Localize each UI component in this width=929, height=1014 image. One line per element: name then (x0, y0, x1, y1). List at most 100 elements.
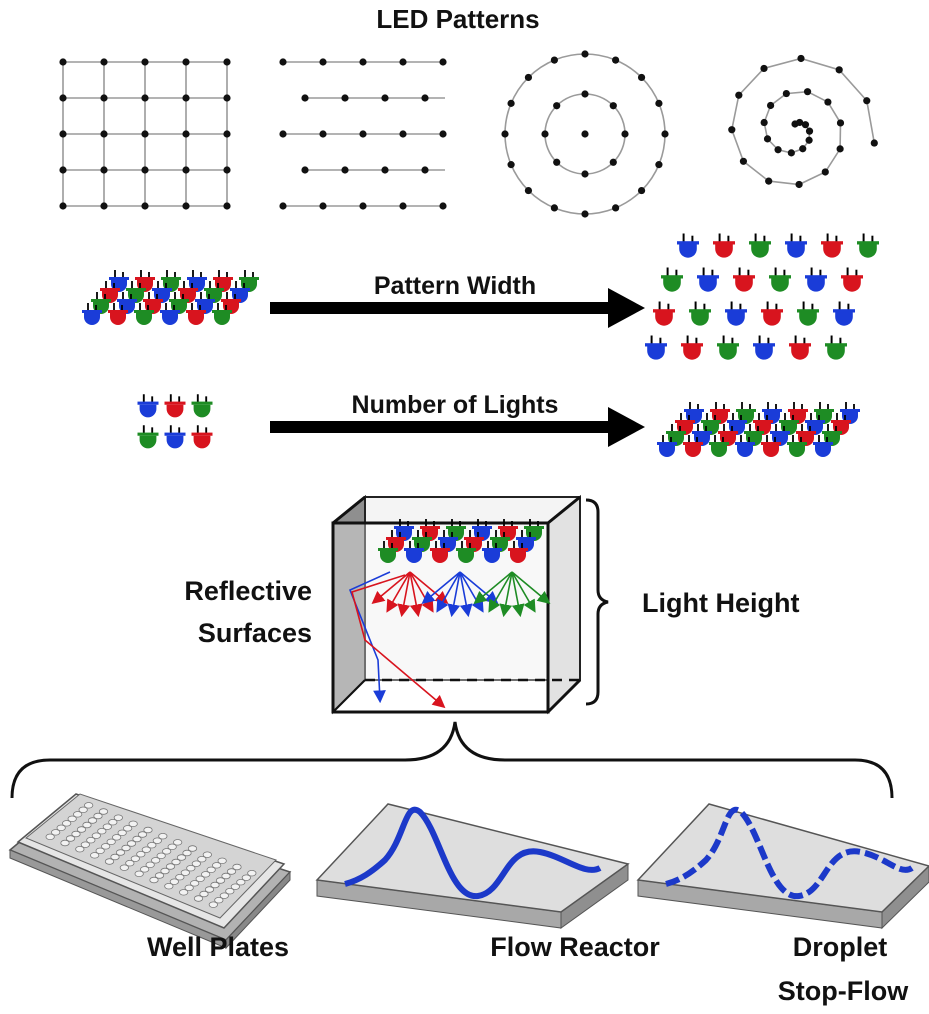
well (128, 820, 138, 828)
well (171, 858, 181, 866)
led-body (679, 244, 697, 258)
led-body (787, 244, 805, 258)
led-icon (761, 435, 781, 457)
led-dot (581, 130, 589, 138)
well (67, 815, 77, 823)
well (215, 877, 226, 884)
well (73, 811, 83, 818)
led-icon (164, 394, 186, 418)
led-icon (697, 267, 719, 292)
led-body (737, 445, 753, 457)
well (151, 857, 161, 864)
led-dot (581, 90, 589, 98)
led-dot (59, 130, 67, 138)
led-body (751, 244, 769, 258)
well (132, 835, 142, 843)
led-dot (182, 130, 190, 138)
led-dot (381, 166, 389, 174)
led-dot (141, 130, 149, 138)
led-body (763, 312, 781, 326)
led-rim (438, 537, 458, 540)
well (201, 871, 211, 878)
led-body (110, 313, 126, 325)
led-dot (661, 130, 669, 138)
led-body (815, 445, 831, 457)
light-ray (488, 571, 513, 613)
led-icon (713, 233, 735, 258)
number-of-lights-arrow (270, 407, 645, 447)
well (125, 859, 135, 867)
well (119, 864, 129, 871)
led-rim (394, 526, 414, 529)
well (226, 868, 237, 875)
well (87, 817, 98, 824)
light-ray (459, 571, 473, 618)
led-rim (135, 277, 155, 280)
light-ray (459, 571, 499, 605)
led-rim (822, 431, 842, 434)
led-rim (108, 310, 128, 313)
light-ray (409, 571, 449, 605)
led-dot (141, 166, 149, 174)
led-rim (825, 343, 847, 347)
well (104, 858, 115, 865)
well (195, 875, 205, 883)
well (190, 880, 200, 887)
led-dot (735, 91, 743, 99)
applications-brace (10, 721, 894, 799)
well (91, 832, 101, 839)
well (97, 827, 107, 835)
led-rim (718, 431, 738, 434)
led-body (835, 312, 853, 326)
well (60, 839, 70, 847)
well (179, 889, 189, 896)
led-rim (191, 432, 213, 436)
led-rim (446, 526, 466, 529)
dense-led-cluster (82, 270, 259, 325)
led-dot (774, 146, 782, 154)
led-dot (319, 202, 327, 210)
led-rim (404, 548, 424, 551)
led-dot (182, 58, 190, 66)
led-dot (609, 102, 617, 110)
led-dot (550, 56, 558, 64)
led-rim (420, 526, 440, 529)
led-rim (430, 548, 450, 551)
well (117, 829, 127, 837)
led-rim (769, 275, 791, 279)
well (65, 835, 76, 842)
well (193, 895, 204, 902)
well (93, 812, 103, 820)
number-of-lights-label: Number of Lights (352, 391, 559, 419)
box-led-array (378, 519, 544, 563)
light-ray (447, 571, 461, 618)
led-icon (689, 301, 711, 326)
led-rim (821, 241, 843, 245)
led-dot (341, 94, 349, 102)
led-dot (319, 58, 327, 66)
led-body (406, 551, 422, 563)
well (90, 852, 100, 859)
well (102, 823, 112, 830)
well (160, 867, 170, 875)
led-dot (182, 94, 190, 102)
light-ray (436, 571, 461, 613)
led-icon (735, 435, 755, 457)
light-ray (511, 571, 536, 613)
well (180, 869, 190, 876)
led-dot (359, 58, 367, 66)
led-body (510, 551, 526, 563)
well (45, 833, 55, 841)
led-icon (785, 233, 807, 258)
well (208, 901, 218, 908)
led-rim (186, 310, 206, 313)
led-rim (666, 431, 686, 434)
led-rim (657, 442, 677, 445)
led-body (755, 346, 773, 360)
led-rim (681, 343, 703, 347)
well (140, 866, 150, 873)
well (212, 862, 222, 869)
led-rim (744, 431, 764, 434)
reflected-ray (348, 571, 391, 704)
droplet-chip (636, 803, 929, 930)
